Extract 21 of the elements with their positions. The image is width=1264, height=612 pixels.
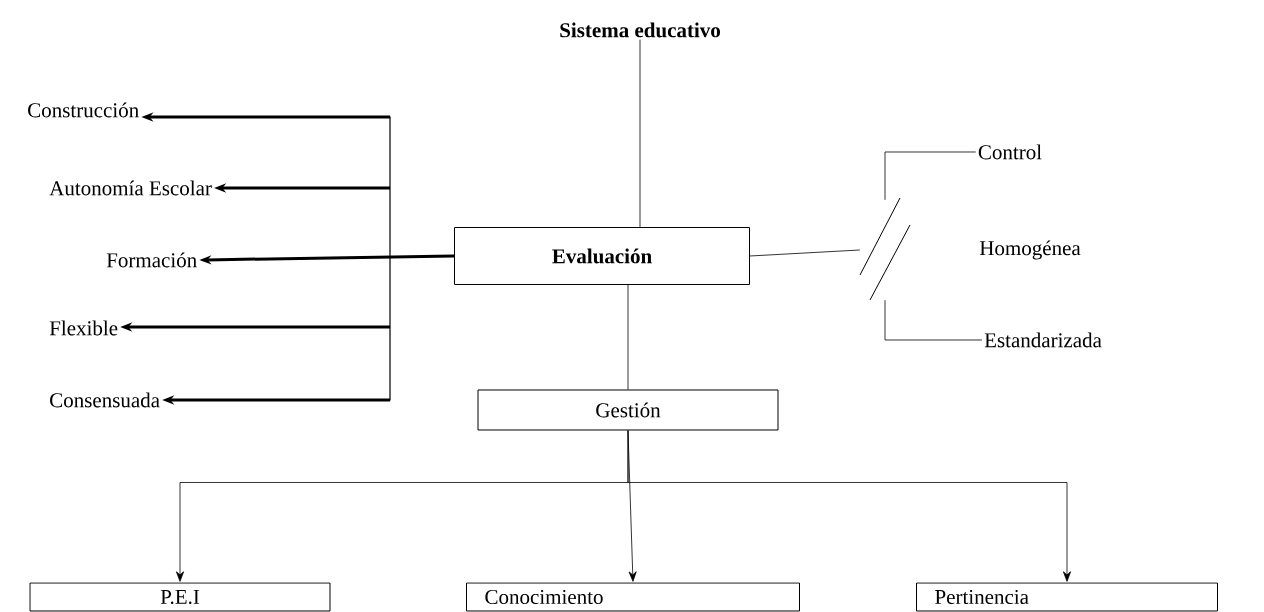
item-text: Consensuada: [50, 392, 160, 408]
item-text: Flexible: [49, 320, 118, 336]
process-box: P.E.I: [29, 582, 331, 612]
item-text: Estandarizada: [984, 332, 1102, 348]
connector-line: [749, 249, 861, 257]
arrow: [627, 430, 1071, 582]
double-slash-mark: [859, 197, 911, 301]
connector-line: [884, 151, 977, 201]
process-box: Gestión: [477, 389, 779, 431]
item-text: Construcción: [28, 102, 139, 118]
process-box: Conocimiento: [466, 582, 800, 612]
item-text: Formación: [106, 252, 197, 268]
connector-line: [627, 284, 629, 390]
heading-text: Sistema educativo: [560, 22, 720, 38]
process-box: Evaluación: [454, 227, 750, 285]
connector-line: [884, 299, 983, 341]
item-text: Autonomía Escolar: [49, 180, 212, 196]
label-text: Homogénea: [979, 240, 1081, 260]
connector-line: [639, 39, 641, 228]
item-text: Control: [978, 144, 1042, 160]
process-box: Pertinencia: [916, 582, 1218, 612]
